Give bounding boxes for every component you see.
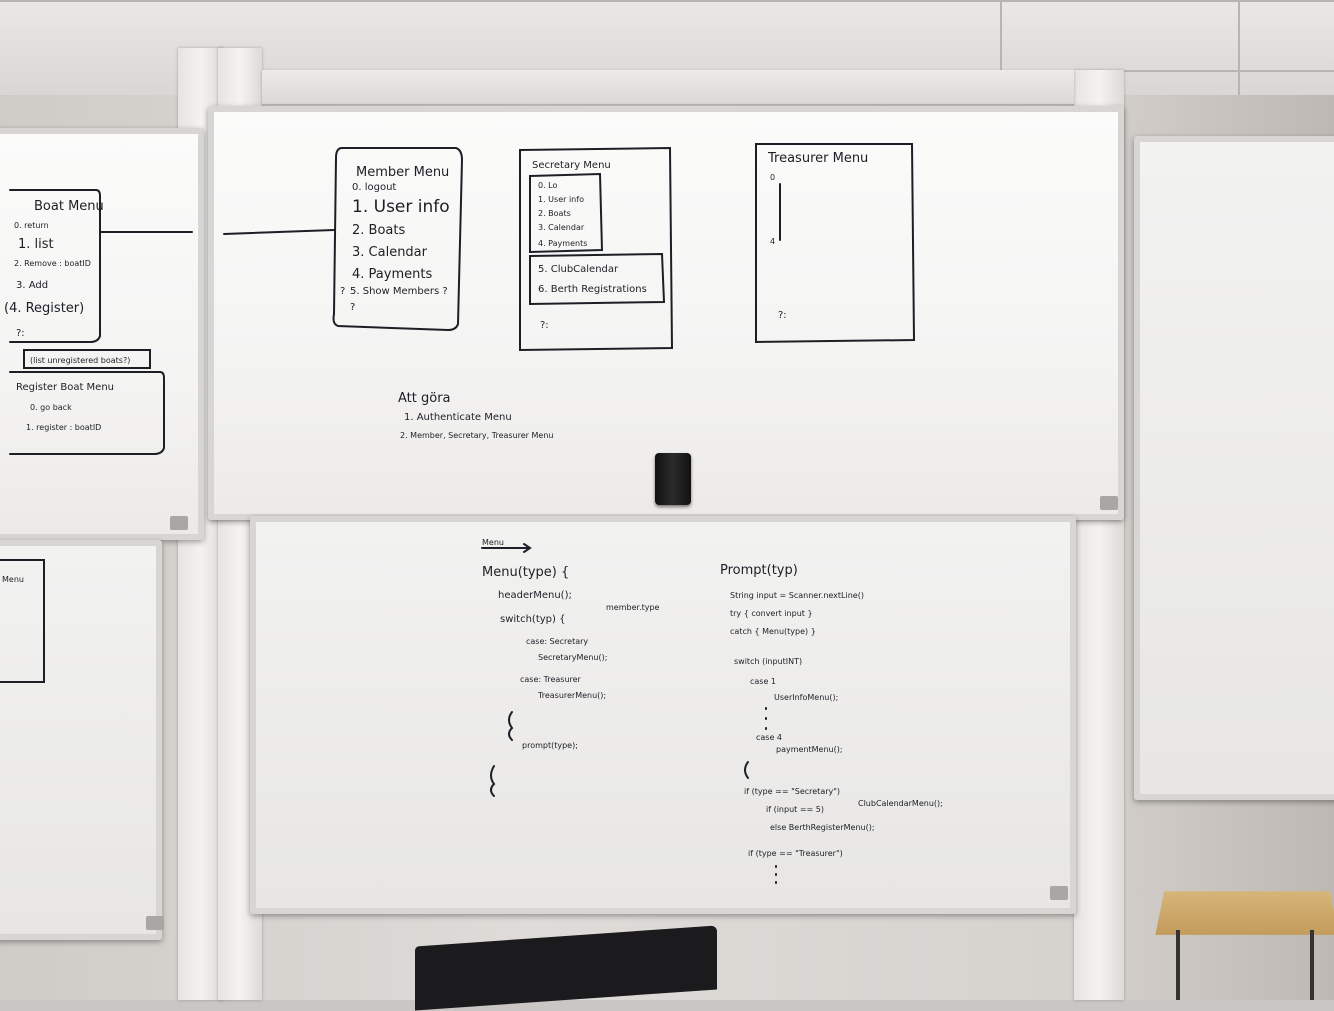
code-line: UserInfoMenu(); xyxy=(774,693,838,702)
code-line: Prompt(typ) xyxy=(720,563,798,578)
code-line: try { convert input } xyxy=(730,609,813,618)
code-line: case: Treasurer xyxy=(520,675,582,684)
frame-top-beam xyxy=(262,70,1074,104)
bottom-whiteboard xyxy=(250,516,1076,914)
code-line: headerMenu(); xyxy=(498,590,572,601)
secretary-menu-item: 3. Calendar xyxy=(538,223,585,232)
chair-leg xyxy=(1176,930,1180,1000)
left-whiteboard xyxy=(0,128,204,540)
member-menu-item: 4. Payments xyxy=(352,267,432,282)
boat-menu-title: Boat Menu xyxy=(34,199,104,214)
treasurer-menu-title: Treasurer Menu xyxy=(767,151,868,166)
secretary-menu-item: 2. Boats xyxy=(538,209,571,218)
boat-menu-item: 1. list xyxy=(18,237,54,252)
list-note: (list unregistered boats?) xyxy=(30,356,130,365)
todo-item: 2. Member, Secretary, Treasurer Menu xyxy=(400,431,553,440)
treasurer-menu-prompt: ?: xyxy=(778,310,787,321)
code-line: member.type xyxy=(606,603,660,612)
code-line: String input = Scanner.nextLine() xyxy=(730,591,864,600)
secretary-menu-item: 6. Berth Registrations xyxy=(538,284,647,295)
closing-brace xyxy=(508,711,514,741)
todo-title: Att göra xyxy=(398,391,451,406)
todo-item: 1. Authenticate Menu xyxy=(404,412,512,423)
secretary-menu-item: 1. User info xyxy=(538,195,584,204)
boat-menu-box xyxy=(9,189,101,343)
register-boat-menu-item: 0. go back xyxy=(30,403,72,412)
member-menu-prompt: ? xyxy=(350,302,355,313)
boat-menu-item: (4. Register) xyxy=(4,301,84,316)
code-line: if (type == "Secretary") xyxy=(744,787,840,796)
member-menu-item: 0. logout xyxy=(352,182,396,193)
boat-menu-item: 2. Remove : boatID xyxy=(14,259,91,268)
secretary-inner-box xyxy=(529,172,604,254)
secretary-menu-item: 5. ClubCalendar xyxy=(538,264,619,275)
treasurer-menu-box xyxy=(755,143,916,344)
board-logo-icon xyxy=(1100,496,1118,510)
secretary-menu-item: 0. Lo xyxy=(538,181,557,190)
member-menu-item: 2. Boats xyxy=(352,223,405,238)
code-line: case 1 xyxy=(750,677,776,686)
code-line: case 4 xyxy=(756,733,782,742)
closing-brace xyxy=(490,765,496,797)
code-line: prompt(type); xyxy=(522,741,578,750)
chair-icon xyxy=(1155,891,1334,935)
member-menu-box xyxy=(332,147,464,332)
code-line: TreasurerMenu(); xyxy=(537,691,606,700)
connector-line xyxy=(223,229,335,235)
secretary-menu-item: 4. Payments xyxy=(538,239,587,248)
boat-menu-item: 0. return xyxy=(14,221,49,230)
list-note-box xyxy=(23,349,151,369)
boat-menu-item: 3. Add xyxy=(16,280,48,291)
partial-menu-title: Menu xyxy=(2,575,24,584)
code-line: if (input == 5) xyxy=(766,805,824,814)
boat-menu-prompt: ?: xyxy=(16,328,25,339)
member-menu-item: 3. Calendar xyxy=(352,245,428,260)
board-logo-icon xyxy=(1050,886,1068,900)
right-whiteboard xyxy=(1134,136,1334,800)
code-line: SecretaryMenu(); xyxy=(538,653,607,662)
top-whiteboard xyxy=(208,106,1124,520)
code-heading: Menu xyxy=(482,538,504,547)
code-line: case: Secretary xyxy=(526,637,588,646)
register-boat-menu-title: Register Boat Menu xyxy=(16,382,114,393)
register-boat-menu-item: 1. register : boatID xyxy=(26,423,101,432)
secretary-menu-prompt: ?: xyxy=(540,320,549,331)
board-logo-icon xyxy=(170,516,188,530)
left-lower-whiteboard xyxy=(0,540,164,940)
partial-left-box xyxy=(0,559,45,683)
member-menu-item: 5. Show Members ? xyxy=(350,286,448,297)
member-menu-marker: ? xyxy=(340,286,345,297)
code-line: else BerthRegisterMenu(); xyxy=(770,823,875,832)
register-box xyxy=(9,371,165,455)
code-line: ClubCalendarMenu(); xyxy=(858,799,943,808)
secretary-extra-box xyxy=(529,252,666,306)
secretary-menu-box xyxy=(519,146,674,352)
closing-brace xyxy=(744,761,749,779)
chair-leg xyxy=(1310,930,1314,1000)
treasurer-menu-item: 4 xyxy=(770,237,775,246)
code-line: paymentMenu(); xyxy=(776,745,843,754)
eraser-icon xyxy=(655,453,691,505)
treasurer-menu-item: 0 xyxy=(770,173,775,182)
code-line: switch (inputINT) xyxy=(734,657,802,666)
member-menu-title: Member Menu xyxy=(356,165,449,180)
code-line: catch { Menu(type) } xyxy=(730,627,816,636)
board-logo-icon xyxy=(146,916,164,930)
member-menu-item: 1. User info xyxy=(352,197,450,217)
code-line: switch(typ) { xyxy=(500,614,565,625)
secretary-menu-title: Secretary Menu xyxy=(532,160,611,171)
code-line: if (type == "Treasurer") xyxy=(748,849,843,858)
code-line: Menu(type) { xyxy=(482,565,569,580)
